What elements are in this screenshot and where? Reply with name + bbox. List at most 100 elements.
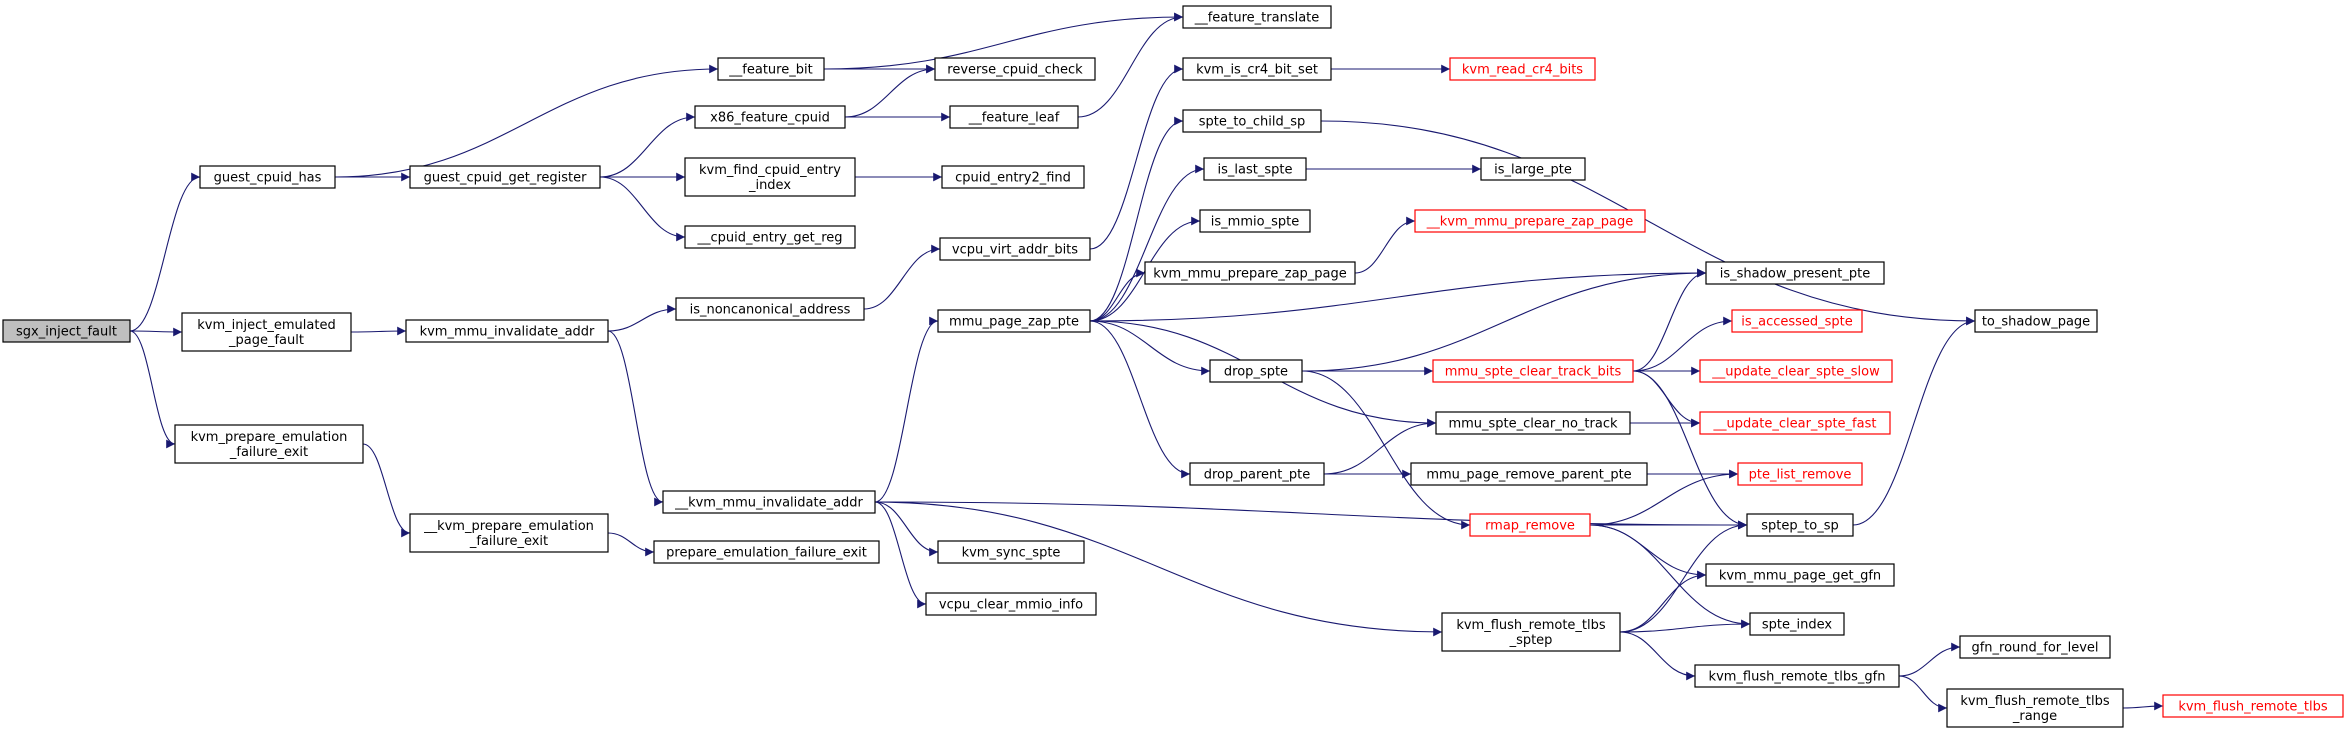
node-box bbox=[1974, 309, 2098, 333]
node-guest_cpuid_has[interactable]: guest_cpuid_has bbox=[199, 165, 336, 189]
edge-mmu_spte_clear_track_bits-to-is_accessed_spte bbox=[1632, 316, 1733, 372]
node-kvm_read_cr4_bits[interactable]: kvm_read_cr4_bits bbox=[1449, 57, 1596, 81]
node-kvm_mmu_prepare_zap_page2[interactable]: __kvm_mmu_prepare_zap_page bbox=[1414, 209, 1646, 233]
node-label: kvm_flush_remote_tlbs_gfn bbox=[1709, 670, 1886, 685]
node-to_shadow_page[interactable]: to_shadow_page bbox=[1974, 309, 2098, 333]
node-is_shadow_present_pte[interactable]: is_shadow_present_pte bbox=[1705, 261, 1885, 285]
node-x86_feature_cpuid[interactable]: x86_feature_cpuid bbox=[694, 105, 846, 129]
node-kvm_mmu_prepare_zap_page[interactable]: kvm_mmu_prepare_zap_page bbox=[1144, 261, 1356, 285]
edge-feature_bit-to-feature_translate bbox=[823, 12, 1184, 70]
node-box bbox=[1746, 513, 1854, 537]
node-mmu_page_remove_parent_pte[interactable]: mmu_page_remove_parent_pte bbox=[1410, 462, 1648, 486]
edge-vcpu_virt_addr_bits-to-kvm_is_cr4_bit_set bbox=[1089, 64, 1184, 250]
node-is_accessed_spte[interactable]: is_accessed_spte bbox=[1731, 309, 1863, 333]
node-kvm_mmu_page_get_gfn[interactable]: kvm_mmu_page_get_gfn bbox=[1705, 563, 1895, 587]
node-kvm_inject_emulated_page_fault[interactable]: kvm_inject_emulated_page_fault bbox=[181, 312, 352, 352]
node-box bbox=[937, 309, 1091, 333]
edge-kvm_flush_remote_tlbs_gfn-to-gfn_round_for_level bbox=[1898, 642, 1961, 677]
node-spte_to_child_sp[interactable]: spte_to_child_sp bbox=[1182, 109, 1322, 133]
node-drop_parent_pte[interactable]: drop_parent_pte bbox=[1189, 462, 1325, 486]
node-box bbox=[1144, 261, 1356, 285]
node-kvm_sync_spte[interactable]: kvm_sync_spte bbox=[937, 540, 1085, 564]
node-kvm_prepare_emulation_failure_exit2[interactable]: __kvm_prepare_emulation_failure_exit bbox=[409, 513, 609, 553]
edge-guest_cpuid_get_register-to-x86_feature_cpuid bbox=[599, 112, 696, 178]
node-rmap_remove[interactable]: rmap_remove bbox=[1469, 513, 1591, 537]
node-box bbox=[1469, 513, 1591, 537]
node-box bbox=[653, 540, 880, 564]
edge-kvm_mmu_invalidate_addr2-to-vcpu_clear_mmio_info bbox=[874, 501, 927, 609]
node-box bbox=[1705, 563, 1895, 587]
node-feature_bit[interactable]: __feature_bit bbox=[717, 57, 825, 81]
node-box bbox=[941, 165, 1085, 189]
node-sptep_to_sp[interactable]: sptep_to_sp bbox=[1746, 513, 1854, 537]
node-label: gfn_round_for_level bbox=[1971, 641, 2098, 656]
node-cpuid_entry2_find[interactable]: cpuid_entry2_find bbox=[941, 165, 1085, 189]
node-label: kvm_mmu_page_get_gfn bbox=[1719, 569, 1881, 584]
node-label: __update_clear_spte_fast bbox=[1713, 417, 1877, 432]
node-drop_spte[interactable]: drop_spte bbox=[1209, 359, 1303, 383]
node-feature_leaf[interactable]: __feature_leaf bbox=[949, 105, 1079, 129]
node-sgx_inject_fault[interactable]: sgx_inject_fault bbox=[2, 319, 131, 343]
edge-kvm_prepare_emulation_failure_exit-to-kvm_prepare_emulation_failure_exit2 bbox=[362, 443, 411, 538]
node-pte_list_remove[interactable]: pte_list_remove bbox=[1737, 462, 1863, 486]
edge-kvm_flush_remote_tlbs_gfn-to-kvm_flush_remote_tlbs_range bbox=[1898, 675, 1948, 713]
edge-sgx_inject_fault-to-kvm_inject_emulated_page_fault bbox=[129, 327, 183, 337]
node-guest_cpuid_get_register[interactable]: guest_cpuid_get_register bbox=[409, 165, 601, 189]
node-vcpu_virt_addr_bits[interactable]: vcpu_virt_addr_bits bbox=[939, 237, 1091, 261]
node-label: __kvm_mmu_invalidate_addr bbox=[674, 496, 863, 511]
node-kvm_flush_remote_tlbs_sptep[interactable]: kvm_flush_remote_tlbs_sptep bbox=[1441, 612, 1621, 652]
node-is_last_spte[interactable]: is_last_spte bbox=[1203, 157, 1307, 181]
node-label: __feature_translate bbox=[1194, 11, 1320, 26]
edge-guest_cpuid_has-to-feature_bit bbox=[334, 64, 719, 178]
node-spte_index[interactable]: spte_index bbox=[1749, 612, 1845, 636]
node-is_large_pte[interactable]: is_large_pte bbox=[1480, 157, 1586, 181]
node-box bbox=[939, 237, 1091, 261]
node-is_noncanonical_address[interactable]: is_noncanonical_address bbox=[675, 297, 865, 321]
node-mmu_page_zap_pte[interactable]: mmu_page_zap_pte bbox=[937, 309, 1091, 333]
node-box bbox=[1182, 109, 1322, 133]
edge-rmap_remove-to-spte_index bbox=[1589, 524, 1751, 629]
edge-mmu_spte_clear_track_bits-to-sptep_to_sp bbox=[1632, 370, 1748, 530]
edge-sgx_inject_fault-to-guest_cpuid_has bbox=[129, 172, 201, 332]
edge-kvm_flush_remote_tlbs_sptep-to-sptep_to_sp bbox=[1619, 520, 1748, 633]
node-box bbox=[174, 424, 364, 464]
node-label: mmu_page_zap_pte bbox=[949, 315, 1079, 330]
edge-kvm_mmu_invalidate_addr2-to-kvm_flush_remote_tlbs_sptep bbox=[874, 501, 1443, 637]
node-kvm_flush_remote_tlbs_range[interactable]: kvm_flush_remote_tlbs_range bbox=[1946, 688, 2124, 728]
node-kvm_flush_remote_tlbs_gfn[interactable]: kvm_flush_remote_tlbs_gfn bbox=[1694, 664, 1900, 688]
node-box bbox=[694, 105, 846, 129]
node-kvm_is_cr4_bit_set[interactable]: kvm_is_cr4_bit_set bbox=[1182, 57, 1332, 81]
node-mmu_spte_clear_no_track[interactable]: mmu_spte_clear_no_track bbox=[1435, 411, 1631, 435]
node-vcpu_clear_mmio_info[interactable]: vcpu_clear_mmio_info bbox=[925, 592, 1097, 616]
node-box bbox=[1199, 209, 1311, 233]
node-prepare_emulation_failure_exit[interactable]: prepare_emulation_failure_exit bbox=[653, 540, 880, 564]
node-box bbox=[675, 297, 865, 321]
node-box bbox=[405, 319, 609, 343]
node-label: is_last_spte bbox=[1218, 163, 1293, 178]
node-box bbox=[1694, 664, 1900, 688]
node-label: kvm_is_cr4_bit_set bbox=[1196, 63, 1318, 78]
node-label: rmap_remove bbox=[1485, 519, 1575, 534]
node-label: cpuid_entry2_find bbox=[955, 171, 1071, 186]
node-kvm_flush_remote_tlbs[interactable]: kvm_flush_remote_tlbs bbox=[2162, 694, 2344, 718]
node-update_clear_spte_fast[interactable]: __update_clear_spte_fast bbox=[1699, 411, 1891, 435]
node-box bbox=[1749, 612, 1845, 636]
node-is_mmio_spte[interactable]: is_mmio_spte bbox=[1199, 209, 1311, 233]
node-kvm_mmu_invalidate_addr[interactable]: kvm_mmu_invalidate_addr bbox=[405, 319, 609, 343]
node-label: __kvm_mmu_prepare_zap_page bbox=[1426, 215, 1634, 230]
node-feature_translate[interactable]: __feature_translate bbox=[1182, 5, 1332, 29]
node-kvm_mmu_invalidate_addr2[interactable]: __kvm_mmu_invalidate_addr bbox=[662, 490, 876, 514]
node-update_clear_spte_slow[interactable]: __update_clear_spte_slow bbox=[1699, 359, 1893, 383]
node-box bbox=[925, 592, 1097, 616]
node-box bbox=[1414, 209, 1646, 233]
node-mmu_spte_clear_track_bits[interactable]: mmu_spte_clear_track_bits bbox=[1432, 359, 1634, 383]
node-label: is_noncanonical_address bbox=[690, 303, 851, 318]
node-kvm_find_cpuid_entry_index[interactable]: kvm_find_cpuid_entry_index bbox=[684, 157, 856, 197]
node-reverse_cpuid_check[interactable]: reverse_cpuid_check bbox=[934, 57, 1096, 81]
node-box bbox=[684, 225, 856, 249]
node-cpuid_entry_get_reg[interactable]: __cpuid_entry_get_reg bbox=[684, 225, 856, 249]
node-label: kvm_find_cpuid_entry bbox=[699, 163, 841, 178]
edge-layer bbox=[129, 12, 2164, 713]
node-kvm_prepare_emulation_failure_exit[interactable]: kvm_prepare_emulation_failure_exit bbox=[174, 424, 364, 464]
node-gfn_round_for_level[interactable]: gfn_round_for_level bbox=[1959, 635, 2111, 659]
